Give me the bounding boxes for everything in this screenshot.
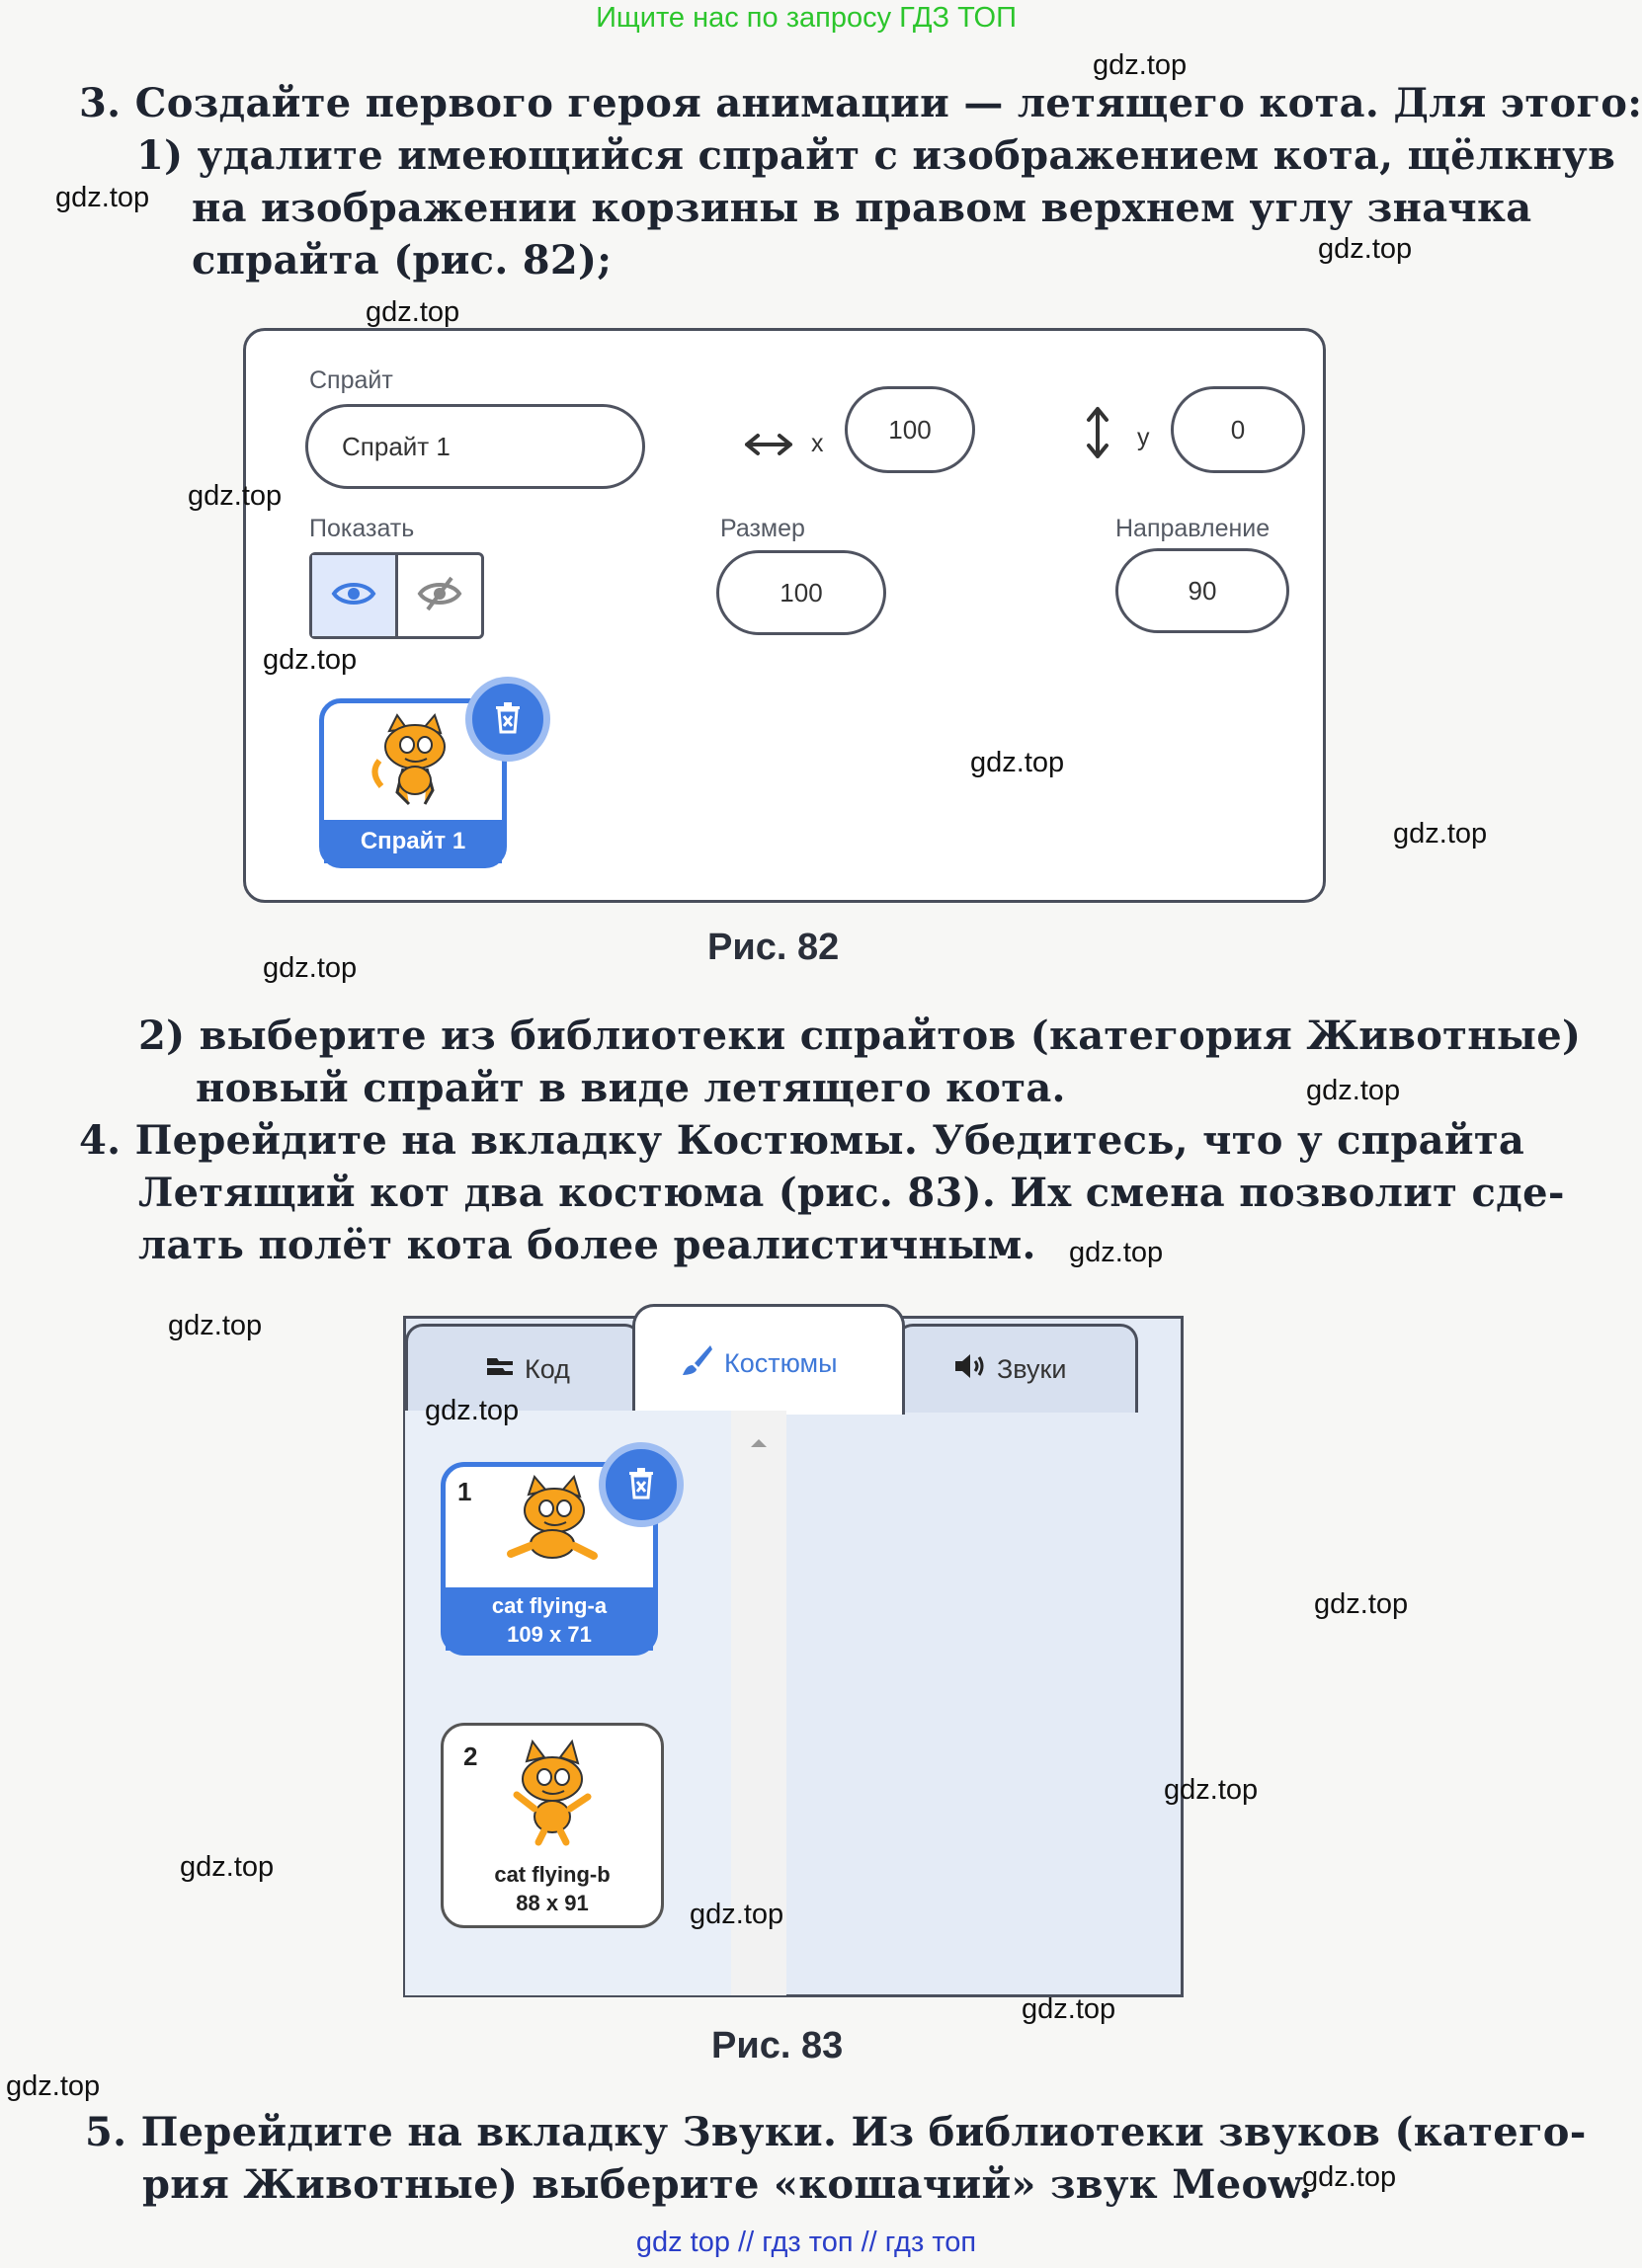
watermark: gdz.top bbox=[1164, 1774, 1259, 1806]
delete-sprite-button[interactable] bbox=[465, 677, 550, 762]
watermark: gdz.top bbox=[366, 296, 460, 328]
watermark: gdz.top bbox=[690, 1899, 784, 1930]
x-input[interactable]: 100 bbox=[845, 386, 975, 473]
top-banner: Ищите нас по запросу ГДЗ ТОП bbox=[596, 2, 1017, 34]
task-3-line-4: спрайта (рис. 82); bbox=[192, 237, 613, 284]
tab-sounds[interactable]: Звуки bbox=[895, 1324, 1138, 1413]
costume-1-size: 109 x 71 bbox=[507, 1622, 592, 1647]
size-input[interactable]: 100 bbox=[716, 550, 886, 635]
watermark: gdz.top bbox=[1306, 1075, 1401, 1106]
watermark: gdz.top bbox=[970, 747, 1065, 778]
cat-flying-a-icon bbox=[503, 1474, 602, 1576]
watermark: gdz.top bbox=[1318, 233, 1413, 265]
direction-value: 90 bbox=[1188, 575, 1217, 606]
watermark: gdz.top bbox=[1393, 818, 1488, 850]
task-3-line-1: 3. Создайте первого героя анимации — лет… bbox=[79, 80, 1642, 126]
tab-costumes[interactable]: Костюмы bbox=[632, 1304, 905, 1415]
sprite-name-value: Спрайт 1 bbox=[342, 431, 451, 461]
bottom-banner: gdz top // гдз топ // гдз топ bbox=[635, 2227, 977, 2258]
watermark: gdz.top bbox=[1314, 1588, 1409, 1620]
costume-2-name: cat flying-b bbox=[494, 1862, 611, 1887]
speaker-icon bbox=[953, 1352, 987, 1387]
sprite-name-input[interactable]: Спрайт 1 bbox=[305, 404, 645, 489]
y-label: y bbox=[1137, 424, 1150, 451]
y-value: 0 bbox=[1230, 414, 1246, 445]
task-5-line-2: рия Животные) выберите «кошачий» звук Me… bbox=[142, 2161, 1313, 2208]
y-input[interactable]: 0 bbox=[1171, 386, 1305, 473]
costume-number: 2 bbox=[463, 1742, 478, 1771]
cat-sprite-icon bbox=[368, 713, 462, 816]
sprite-thumbnail[interactable]: Спрайт 1 bbox=[319, 698, 507, 868]
sprite-thumbnail-name: Спрайт 1 bbox=[324, 820, 502, 863]
watermark: gdz.top bbox=[263, 952, 358, 984]
code-icon bbox=[485, 1354, 515, 1385]
costume-item-2[interactable]: 2 cat flying-b 88 x 91 bbox=[441, 1723, 664, 1928]
trash-icon bbox=[493, 700, 523, 738]
eye-icon bbox=[331, 579, 376, 612]
show-button[interactable] bbox=[312, 555, 398, 636]
figure-82-caption: Рис. 82 bbox=[707, 927, 840, 968]
hide-button[interactable] bbox=[398, 555, 481, 636]
visibility-toggle bbox=[309, 552, 484, 639]
watermark: gdz.top bbox=[55, 182, 150, 213]
tab-code[interactable]: Код bbox=[405, 1324, 642, 1413]
step-2-line-1: 2) выберите из библиотеки спрайтов (кате… bbox=[138, 1012, 1582, 1059]
horizontal-arrows-icon bbox=[744, 430, 793, 463]
eye-crossed-icon bbox=[417, 576, 462, 615]
task-4-line-3: лать полёт кота более реалистичным. bbox=[138, 1222, 1036, 1268]
brush-icon bbox=[681, 1343, 714, 1384]
figure-83-caption: Рис. 83 bbox=[711, 2025, 844, 2066]
show-label: Показать bbox=[309, 515, 415, 542]
sprite-info-panel: Спрайт Спрайт 1 x 100 y 0 Показать bbox=[243, 328, 1326, 903]
watermark: gdz.top bbox=[180, 1851, 275, 1883]
tab-sounds-label: Звуки bbox=[997, 1354, 1067, 1384]
delete-costume-button[interactable] bbox=[599, 1442, 684, 1527]
watermark: gdz.top bbox=[6, 2070, 101, 2102]
x-label: x bbox=[811, 430, 824, 457]
step-2-line-2: новый спрайт в виде летящего кота. bbox=[196, 1065, 1066, 1111]
costume-1-name: cat flying-a bbox=[491, 1593, 608, 1618]
direction-input[interactable]: 90 bbox=[1115, 548, 1289, 633]
watermark: gdz.top bbox=[1302, 2161, 1397, 2193]
trash-icon bbox=[626, 1466, 656, 1503]
size-label: Размер bbox=[720, 515, 805, 542]
vertical-arrows-icon bbox=[1084, 406, 1111, 463]
scroll-up-arrow-icon bbox=[749, 1434, 769, 1453]
sprite-label: Спрайт bbox=[309, 366, 393, 394]
costume-list-scrollbar[interactable] bbox=[731, 1411, 786, 1995]
watermark: gdz.top bbox=[425, 1395, 520, 1426]
size-value: 100 bbox=[780, 577, 823, 608]
costume-number: 1 bbox=[457, 1477, 472, 1506]
tab-code-label: Код bbox=[525, 1354, 570, 1384]
costume-item-1[interactable]: 1 cat flying-a 109 x 71 bbox=[441, 1462, 658, 1656]
tab-costumes-label: Костюмы bbox=[724, 1348, 838, 1378]
cat-flying-b-icon bbox=[503, 1739, 598, 1850]
watermark: gdz.top bbox=[188, 480, 283, 512]
costume-2-caption: cat flying-b 88 x 91 bbox=[444, 1860, 661, 1917]
watermark: gdz.top bbox=[263, 644, 358, 676]
watermark: gdz.top bbox=[1093, 49, 1188, 81]
watermark: gdz.top bbox=[1022, 1993, 1116, 2025]
x-value: 100 bbox=[888, 414, 932, 445]
costume-1-caption: cat flying-a 109 x 71 bbox=[446, 1587, 653, 1651]
task-4-line-2: Летящий кот два костюма (рис. 83). Их см… bbox=[138, 1170, 1565, 1216]
watermark: gdz.top bbox=[168, 1310, 263, 1341]
task-5-line-1: 5. Перейдите на вкладку Звуки. Из библио… bbox=[85, 2109, 1587, 2155]
watermark: gdz.top bbox=[1069, 1237, 1164, 1268]
task-3-line-3: на изображении корзины в правом верхнем … bbox=[192, 185, 1532, 231]
direction-label: Направление bbox=[1115, 515, 1271, 542]
task-4-line-1: 4. Перейдите на вкладку Костюмы. Убедите… bbox=[79, 1117, 1525, 1164]
costume-2-size: 88 x 91 bbox=[516, 1891, 589, 1915]
task-3-line-2: 1) удалите имеющийся спрайт с изображени… bbox=[136, 132, 1616, 179]
